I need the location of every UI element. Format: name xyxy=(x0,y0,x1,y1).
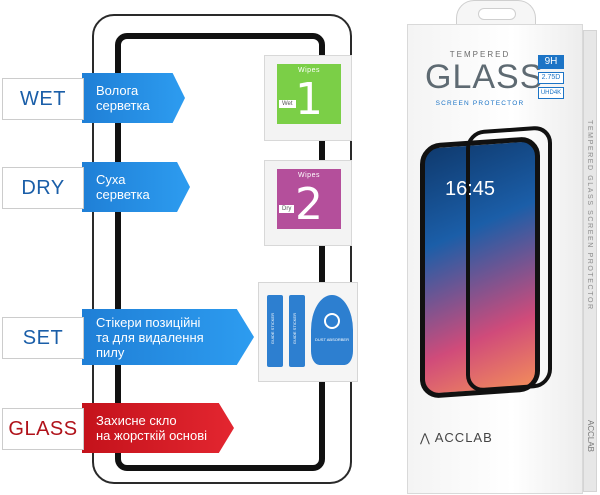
dry-wipe-title: Wipes xyxy=(298,172,320,179)
label-wet-line2: серветка xyxy=(96,98,150,113)
box-hanger-hole xyxy=(478,8,516,20)
wet-wipe-badge: Wet xyxy=(279,100,296,108)
label-set-line1: Стікери позиційні xyxy=(96,314,201,330)
wet-wipe-panel: Wipes 1 Wet xyxy=(277,64,341,125)
label-set-ribbon: Стікери позиційні та для видалення пилу xyxy=(82,309,254,365)
box-glass-frame-image xyxy=(466,124,552,394)
label-dry-code: DRY xyxy=(2,167,84,209)
acclab-logo-icon: ⋀ xyxy=(420,431,431,445)
spec-badge-275d: 2.75D xyxy=(538,72,564,84)
dust-absorber-sticker: DUST ABSORBER xyxy=(311,295,353,365)
guide-sticker-2: GUIDE STICKER xyxy=(289,295,305,367)
wet-wipe-number: 1 xyxy=(295,74,323,125)
wet-wipe-packet: Wipes 1 Wet xyxy=(264,55,352,141)
guide-sticker-2-label: GUIDE STICKER xyxy=(292,313,297,345)
guide-sticker-1-label: GUIDE STICKER xyxy=(270,313,275,345)
box-side-text: TEMPERED GLASS SCREEN PROTECTOR xyxy=(586,120,593,311)
label-dry-line1: Суха xyxy=(96,172,126,187)
sticker-sheet: GUIDE STICKER GUIDE STICKER DUST ABSORBE… xyxy=(258,282,358,382)
label-glass-code: GLASS xyxy=(2,408,84,450)
guide-sticker-1: GUIDE STICKER xyxy=(267,295,283,367)
label-glass: GLASS Захисне скло на жорсткій основі xyxy=(0,403,235,453)
label-wet: WET Волога серветка xyxy=(0,73,185,123)
label-wet-line1: Волога xyxy=(96,83,139,98)
label-glass-line1: Захисне скло xyxy=(96,413,177,428)
box-side-brand: ACCLAB xyxy=(586,420,595,453)
box-glass-logo: GLASS xyxy=(425,58,544,96)
label-wet-code: WET xyxy=(2,78,84,120)
label-set-code: SET xyxy=(2,317,84,359)
label-dry-ribbon: Суха серветка xyxy=(82,162,190,212)
product-box-side xyxy=(583,30,597,492)
box-tempered-text: TEMPERED xyxy=(449,50,511,59)
dry-wipe-packet: Wipes 2 Dry xyxy=(264,160,352,246)
dry-wipe-badge: Dry xyxy=(279,205,295,213)
label-wet-ribbon: Волога серветка xyxy=(82,73,185,123)
spec-badge-9h: 9H xyxy=(538,55,564,69)
label-set-line3: пилу xyxy=(96,344,125,360)
label-glass-line2: на жорсткій основі xyxy=(96,428,208,443)
label-set: SET Стікери позиційні та для видалення п… xyxy=(0,309,255,365)
wet-wipe-title: Wipes xyxy=(298,67,320,74)
box-subtitle: SCREEN PROTECTOR xyxy=(435,100,525,107)
dust-absorber-icon xyxy=(324,313,340,329)
dust-absorber-label: DUST ABSORBER xyxy=(315,337,349,342)
dry-wipe-number: 2 xyxy=(295,179,323,230)
dry-wipe-panel: Wipes 2 Dry xyxy=(277,169,341,230)
box-phone-clock: 16:45 xyxy=(445,178,496,200)
box-brand: ⋀ ACCLAB xyxy=(420,430,493,445)
label-dry-line2: серветка xyxy=(96,187,150,202)
label-set-line2: та для видалення xyxy=(96,329,204,345)
protector-glass-frame xyxy=(115,33,325,471)
label-dry: DRY Суха серветка xyxy=(0,162,190,212)
label-glass-ribbon: Захисне скло на жорсткій основі xyxy=(82,403,234,453)
box-brand-text: ACCLAB xyxy=(434,430,493,445)
spec-badge-uhd: UHD4K xyxy=(538,87,564,99)
